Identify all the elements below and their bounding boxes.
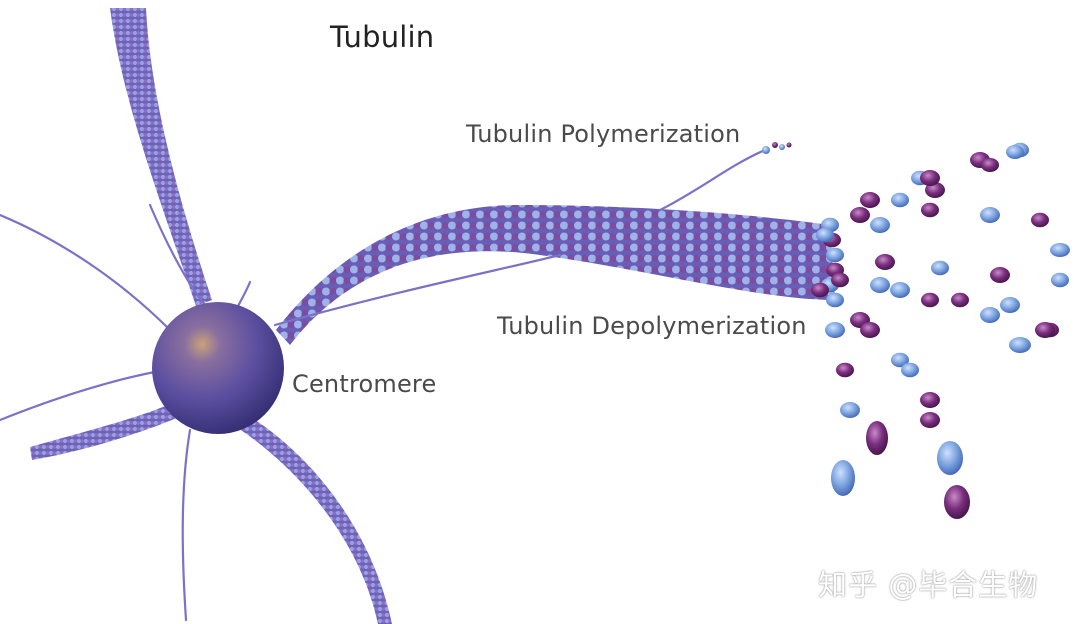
microtubule-main xyxy=(276,205,835,345)
free-tubulin xyxy=(831,460,855,496)
tubulin-dimer xyxy=(826,292,844,308)
tubulin-dimer xyxy=(811,282,829,298)
tubulin-dimer xyxy=(826,247,844,263)
tubulin-dimer xyxy=(921,292,939,308)
depolymerization-label: Tubulin Depolymerization xyxy=(497,312,807,340)
free-tubulin xyxy=(920,170,940,186)
microtubule-bottom xyxy=(238,414,392,624)
tubulin-dimer xyxy=(901,362,919,378)
tubulin-dimer xyxy=(875,254,895,270)
tubulin-dimer xyxy=(920,392,940,408)
tubulin-dimer xyxy=(1031,212,1049,228)
tubulin-dimer xyxy=(891,352,909,368)
tubulin-dimer xyxy=(831,272,849,288)
tubulin-dimer xyxy=(921,202,939,218)
tubulin-dimer xyxy=(840,402,860,418)
tubulin-dimer xyxy=(951,292,969,308)
tubulin-dimer xyxy=(816,227,834,243)
thin-fibers xyxy=(0,148,767,622)
microtubule-top xyxy=(110,8,212,306)
tubulin-dimer xyxy=(825,322,845,338)
free-tubulin xyxy=(981,158,999,172)
diagram-title: Tubulin xyxy=(330,20,435,54)
tubulin-dimer xyxy=(870,217,890,233)
tubulin-dimer xyxy=(836,362,854,378)
centromere-sphere xyxy=(152,302,284,434)
tubulin-dimer xyxy=(860,322,880,338)
watermark: 知乎 @毕合生物 xyxy=(818,568,1039,602)
microtubule-lower-left xyxy=(30,400,186,460)
free-tubulin xyxy=(1035,322,1055,338)
tubulin-dimer xyxy=(920,412,940,428)
tubulin-dimer xyxy=(870,277,890,293)
tubulin-dimer xyxy=(1051,272,1069,288)
tubulin-dimer xyxy=(990,267,1010,283)
tubulin-dimer xyxy=(890,282,910,298)
free-tubulin xyxy=(1050,243,1070,257)
tubulin-dimer xyxy=(860,192,880,208)
polymerization-label: Tubulin Polymerization xyxy=(466,120,741,148)
free-tubulin xyxy=(1006,145,1024,159)
depolymerizing-tubulin-dimers xyxy=(811,142,1070,519)
tubulin-dimer xyxy=(1000,297,1020,313)
centromere-label: Centromere xyxy=(292,370,437,398)
polymerizing-tip xyxy=(762,142,792,154)
tubulin-dimer xyxy=(980,207,1000,223)
tubulin-dimer xyxy=(850,207,870,223)
tubulin-dimer xyxy=(891,192,909,208)
free-tubulin xyxy=(1009,337,1031,353)
free-tubulin xyxy=(944,485,970,519)
tubulin-dimer xyxy=(931,260,949,276)
free-tubulin xyxy=(937,441,963,475)
free-tubulin xyxy=(866,421,888,455)
tubulin-dimer xyxy=(980,307,1000,323)
